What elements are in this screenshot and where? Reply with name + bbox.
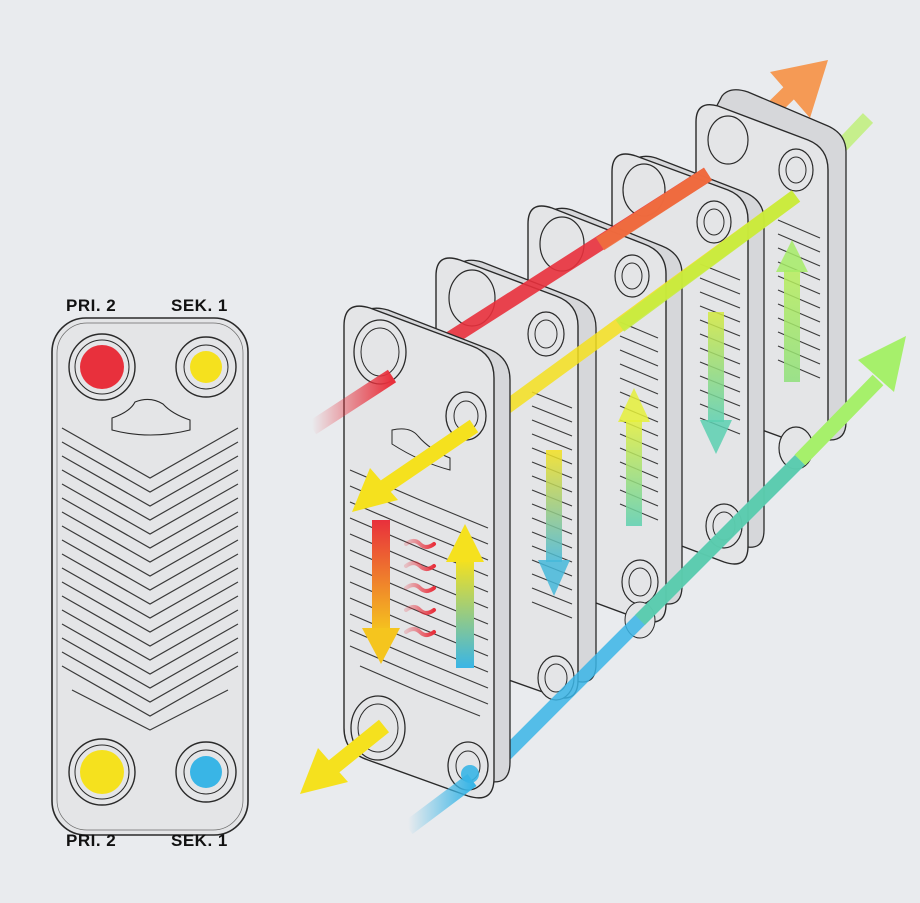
plate-1 [343, 305, 511, 799]
cold-port-icon [175, 741, 237, 803]
cold-inlet-stream [403, 765, 479, 834]
cold-bottom-flow-stream [465, 455, 805, 795]
yellow-port-icon [175, 336, 237, 398]
heat-transfer-waves [404, 539, 436, 637]
warm-outlet-arrow-top [352, 419, 479, 512]
label-pri-2-bottom: PRI. 2 [66, 831, 117, 850]
warm-outlet-arrow-bottom [300, 719, 390, 794]
cold-up-arrow [446, 524, 484, 668]
front-plate [51, 317, 249, 836]
label-pri-2-top: PRI. 2 [66, 296, 117, 315]
hot-down-arrow [362, 520, 400, 664]
label-sek-1-bottom: SEK. 1 [171, 831, 228, 850]
yellow-port-icon [68, 738, 136, 806]
cold-top-flow-stream [473, 190, 801, 434]
hot-inlet-stream [307, 369, 397, 435]
cold-outlet-arrow-right [794, 336, 906, 466]
label-sek-1-top: SEK. 1 [171, 296, 228, 315]
hot-port-icon [68, 333, 136, 401]
